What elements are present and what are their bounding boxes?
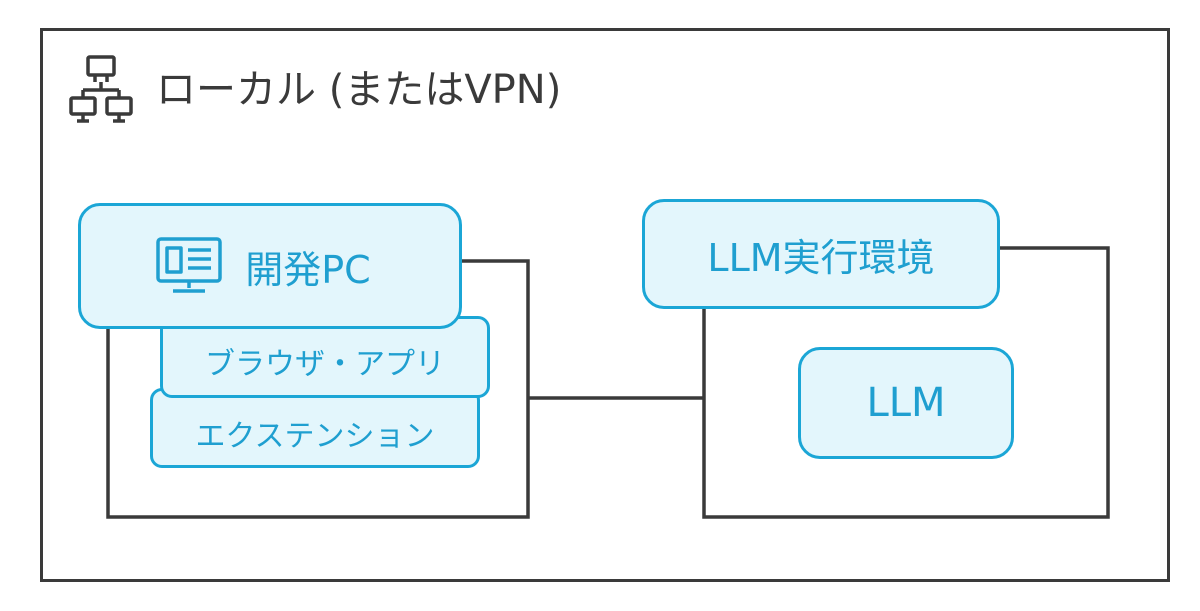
dev-pc-node: 開発PC bbox=[78, 203, 462, 329]
monitor-icon bbox=[156, 237, 223, 293]
browser-app-label: ブラウザ・アプリ bbox=[205, 347, 445, 382]
dev-pc-label: 開発PC bbox=[245, 247, 371, 292]
llm-env-group-outline bbox=[702, 246, 1110, 519]
extension-node: エクステンション bbox=[150, 388, 480, 468]
local-network-boundary bbox=[40, 28, 1170, 582]
llm-node: LLM bbox=[798, 347, 1014, 459]
network-icon bbox=[69, 55, 133, 123]
boundary-title: ローカル (またはVPN) bbox=[156, 67, 562, 113]
dev-pc-group-outline bbox=[106, 259, 530, 519]
llm-environment-label: LLM実行環境 bbox=[707, 235, 935, 280]
llm-label: LLM bbox=[866, 380, 946, 426]
extension-label: エクステンション bbox=[195, 419, 435, 454]
llm-environment-node: LLM実行環境 bbox=[642, 199, 1000, 309]
